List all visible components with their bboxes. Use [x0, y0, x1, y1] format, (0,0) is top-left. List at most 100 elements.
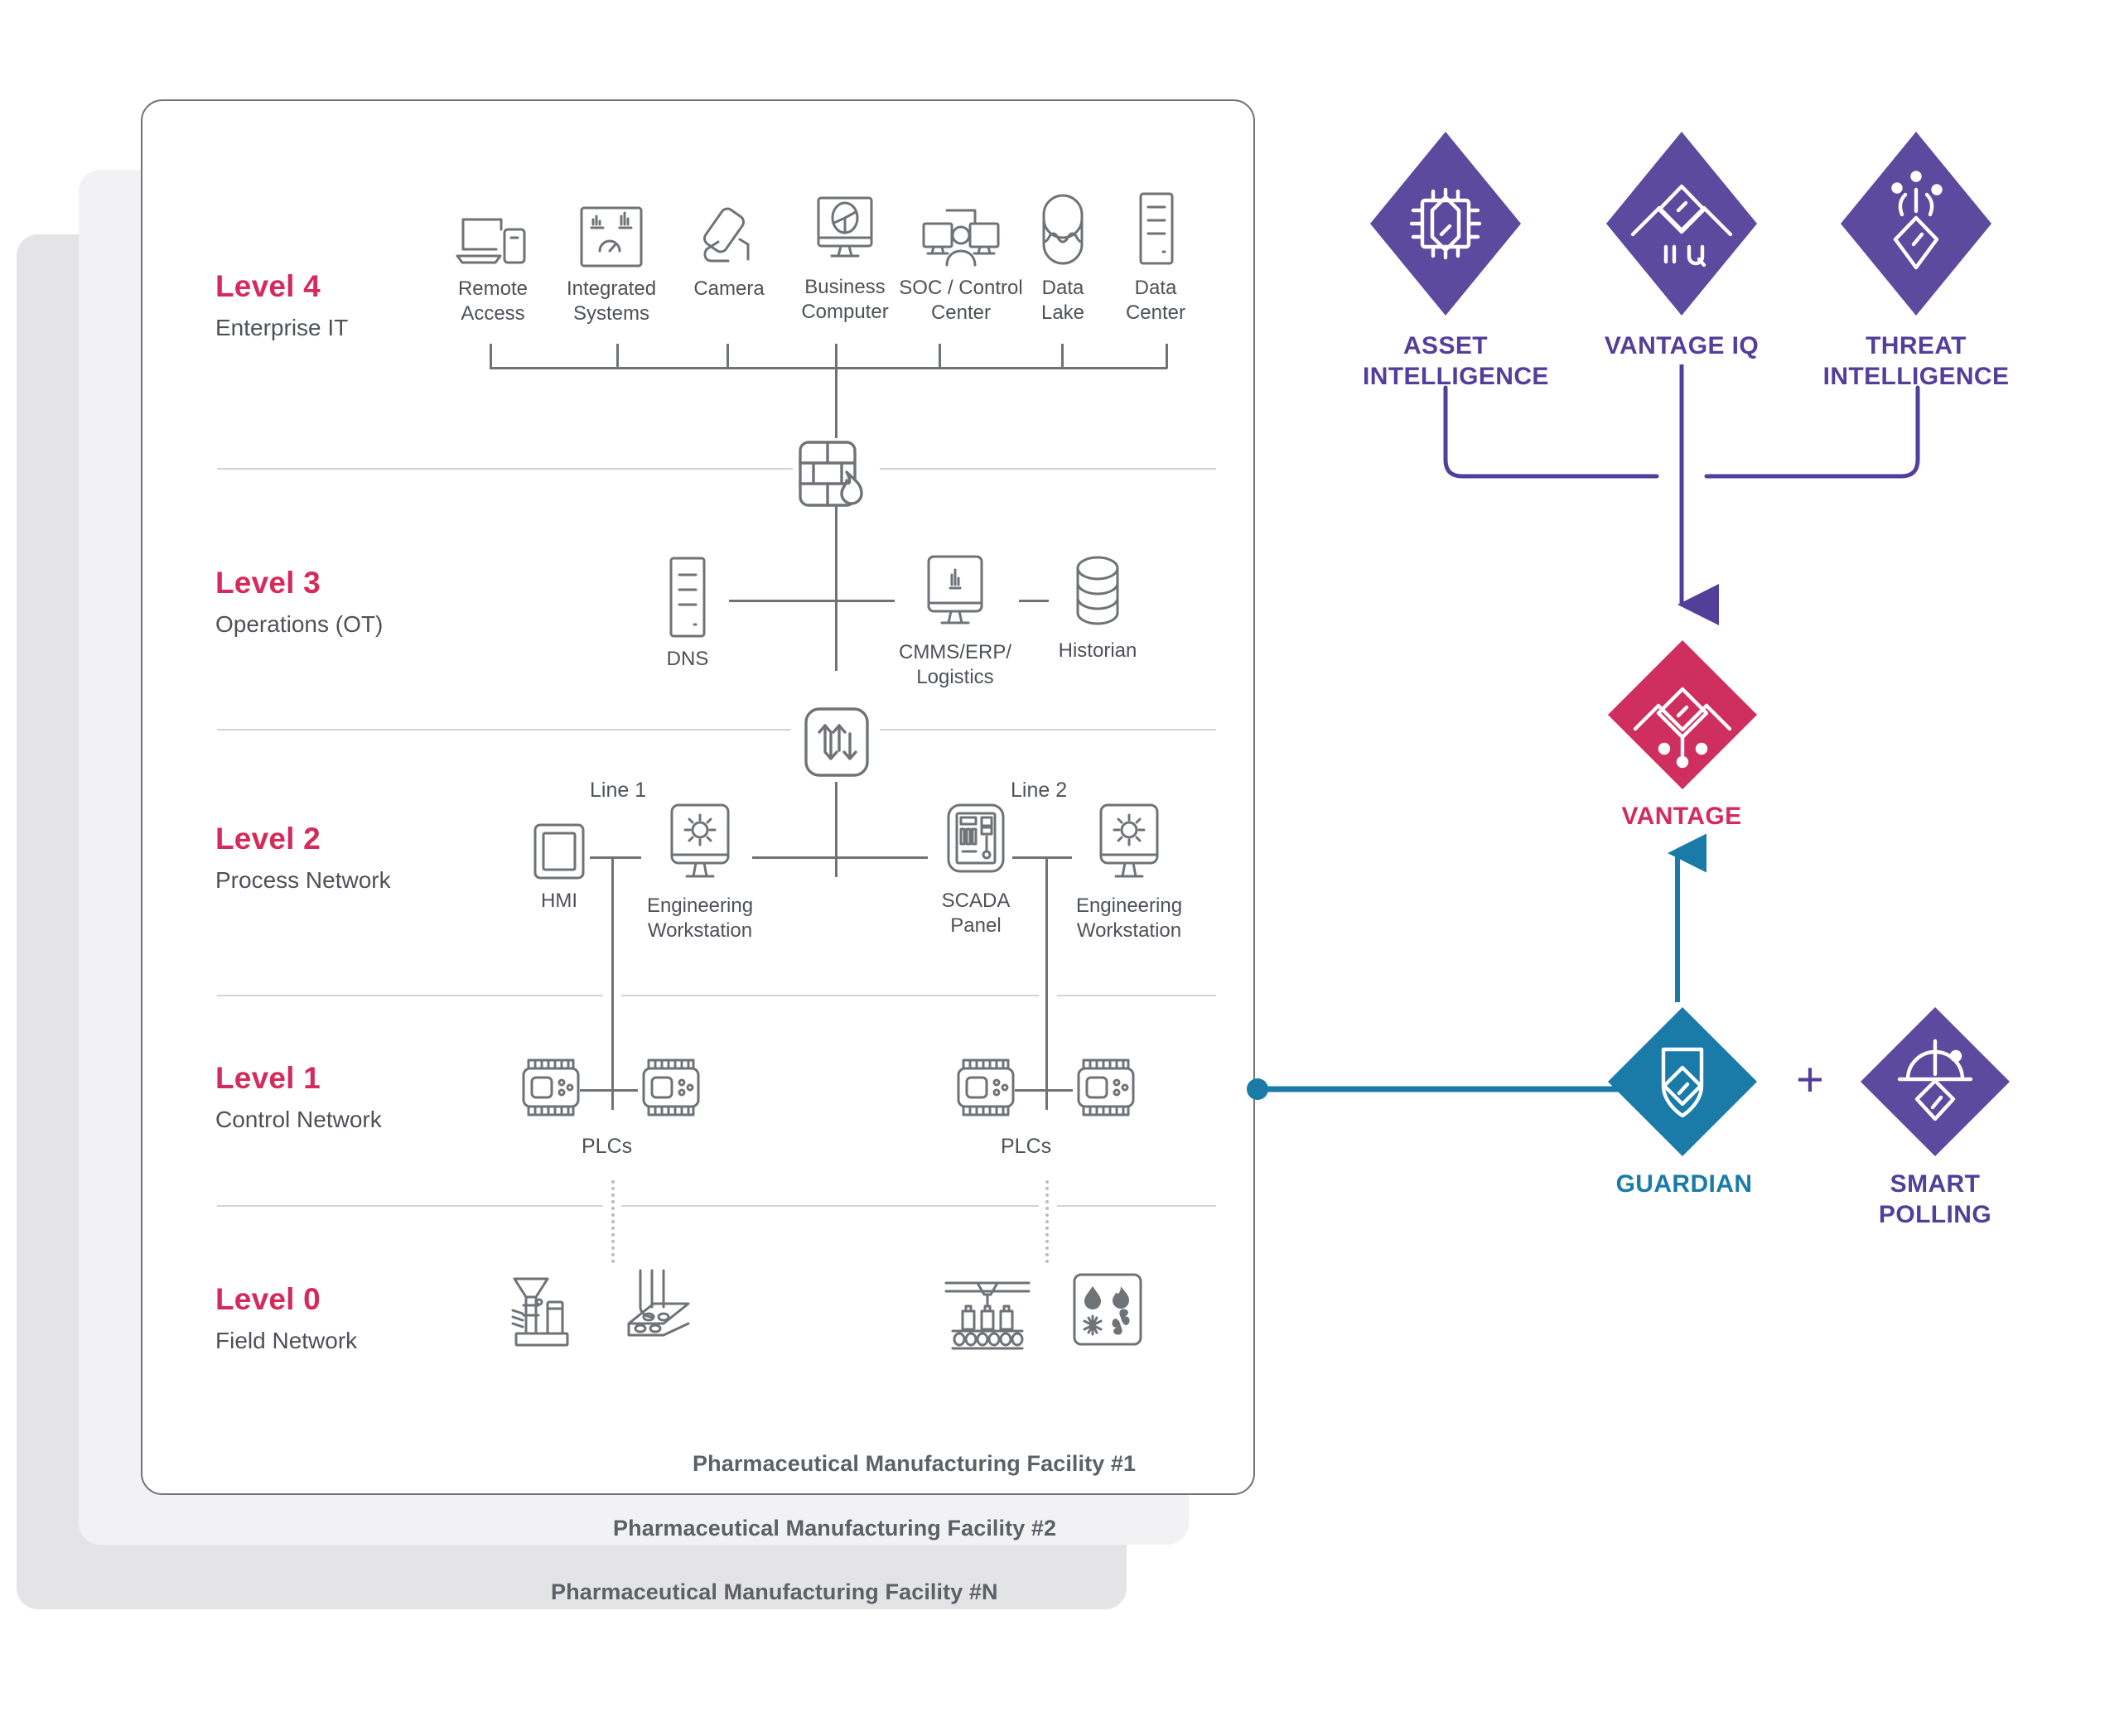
- node-historian[interactable]: Historian: [1044, 553, 1151, 663]
- node-integrated-systems[interactable]: Integrated Systems: [553, 203, 669, 326]
- remote-access-icon: [456, 218, 526, 264]
- dotted-line2-to-field: [1045, 1180, 1049, 1263]
- node-plc-3[interactable]: [944, 1052, 1027, 1123]
- level4-drop-7: [1166, 344, 1168, 369]
- line1-vertical-bus: [611, 856, 614, 1110]
- level3-bus-right: [1019, 600, 1049, 602]
- node-label: Data Center: [1125, 277, 1186, 324]
- hvac-utilities-icon: [1073, 1273, 1142, 1346]
- vantage-iq-diamond[interactable]: [1603, 128, 1760, 319]
- divider-level2-level1-c: [1057, 995, 1216, 996]
- node-label: Business Computer: [801, 276, 889, 323]
- router-switch-icon: [804, 707, 869, 777]
- node-router-switch[interactable]: [798, 704, 876, 782]
- node-hmi[interactable]: HMI: [514, 820, 605, 914]
- link-plc1-plc2: [580, 1089, 638, 1092]
- node-engineering-workstation-2[interactable]: Engineering Workstation: [1067, 802, 1191, 943]
- node-soc-control-center[interactable]: SOC / Control Center: [895, 207, 1027, 326]
- link-scada-to-ews2: [1012, 856, 1072, 859]
- tablet-tray-icon: [627, 1269, 690, 1337]
- divider-level2-level1-b: [621, 995, 1039, 996]
- vantage-label: VANTAGE: [1621, 803, 1742, 830]
- integrated-systems-icon: [580, 206, 643, 268]
- divider-level4-level3-right: [880, 468, 1216, 470]
- level-0-title: Level 0: [215, 1282, 321, 1316]
- link-ews1-to-scada: [752, 856, 928, 859]
- level-2-subtitle: Process Network: [215, 867, 391, 893]
- vantage-iq-label: VANTAGE IQ: [1604, 332, 1760, 359]
- divider-level3-level2-right: [880, 729, 1216, 731]
- level-4-title: Level 4: [215, 269, 321, 303]
- node-data-lake[interactable]: Data Lake: [1017, 190, 1108, 326]
- historian-icon: [1076, 556, 1119, 625]
- dns-server-icon: [669, 557, 706, 638]
- line-2-label: Line 2: [1011, 779, 1068, 802]
- divider-level1-level0-a: [217, 1205, 603, 1207]
- node-dns[interactable]: DNS: [642, 555, 733, 672]
- link-plc3-plc4: [1015, 1089, 1073, 1092]
- engineering-workstation-icon: [670, 803, 730, 878]
- node-remote-access[interactable]: Remote Access: [439, 211, 547, 326]
- level-1-subtitle: Control Network: [215, 1107, 382, 1132]
- node-business-computer[interactable]: Business Computer: [787, 195, 903, 325]
- facility-to-guardian-link: [1247, 1078, 1620, 1100]
- level4-drop-4: [835, 344, 838, 369]
- node-label: HMI: [541, 890, 577, 912]
- dotted-line1-to-field: [611, 1180, 615, 1263]
- guardian-diamond[interactable]: [1605, 1005, 1760, 1159]
- node-plc-4[interactable]: [1064, 1052, 1147, 1123]
- node-label: Engineering Workstation: [1075, 895, 1183, 942]
- line2-vertical-bus: [1045, 856, 1048, 1110]
- node-engineering-workstation-1[interactable]: Engineering Workstation: [638, 802, 762, 943]
- level-3-title: Level 3: [215, 566, 321, 600]
- node-label: Engineering Workstation: [646, 895, 754, 942]
- node-label: DNS: [666, 648, 709, 670]
- camera-icon: [703, 207, 750, 263]
- line-1-label: Line 1: [590, 779, 647, 802]
- plc-icon: [642, 1058, 700, 1116]
- smart-polling-diamond[interactable]: [1858, 1005, 2012, 1159]
- node-granulator[interactable]: [495, 1274, 587, 1353]
- asset-intelligence-label: ASSET INTELLIGENCE: [1363, 332, 1549, 390]
- node-firewall[interactable]: [794, 437, 880, 515]
- node-bottling-line[interactable]: [929, 1271, 1045, 1353]
- node-label: Camera: [693, 277, 765, 300]
- firewall-icon: [799, 441, 863, 507]
- plc-icon: [1077, 1058, 1135, 1116]
- level4-drop-5: [939, 344, 941, 369]
- trunk-firewall-to-router: [835, 505, 838, 671]
- plc-icon: [522, 1058, 580, 1116]
- facility-card-1: [141, 99, 1255, 1495]
- node-cmms-erp[interactable]: CMMS/ERP/ Logistics: [897, 553, 1013, 690]
- business-computer-icon: [817, 196, 873, 258]
- facility-label-n: Pharmaceutical Manufacturing Facility #N: [551, 1579, 998, 1604]
- node-label: SOC / Control Center: [899, 277, 1023, 324]
- divider-level1-level0-c: [1057, 1205, 1216, 1207]
- trunk-router-to-level2: [835, 782, 838, 877]
- node-data-center[interactable]: Data Center: [1110, 190, 1201, 326]
- data-center-icon: [1139, 192, 1174, 265]
- level-1-title: Level 1: [215, 1061, 321, 1095]
- vantage-diamond[interactable]: [1605, 638, 1760, 792]
- intelligence-merge-connector: [1443, 364, 1920, 625]
- node-camera[interactable]: Camera: [679, 203, 779, 301]
- scada-panel-icon: [947, 803, 1005, 873]
- node-plc-1[interactable]: [509, 1052, 592, 1123]
- node-tablet-tray[interactable]: [603, 1266, 711, 1352]
- node-label: CMMS/ERP/ Logistics: [898, 641, 1011, 688]
- asset-intelligence-diamond[interactable]: [1367, 128, 1524, 319]
- threat-intelligence-diamond[interactable]: [1837, 128, 1995, 319]
- level3-bus-left: [729, 600, 895, 602]
- node-plc-2[interactable]: [630, 1052, 712, 1123]
- level-0-subtitle: Field Network: [215, 1328, 358, 1353]
- node-scada-panel[interactable]: SCADA Panel: [926, 802, 1026, 938]
- smart-polling-label: SMART POLLING: [1878, 1170, 1992, 1228]
- plcs-label-line1: PLCs: [582, 1135, 633, 1158]
- divider-level2-level1-a: [217, 995, 603, 996]
- level4-drop-2: [616, 344, 619, 369]
- level4-drop-3: [727, 344, 729, 369]
- guardian-label: GUARDIAN: [1615, 1170, 1753, 1198]
- node-hvac-utilities[interactable]: [1062, 1271, 1153, 1348]
- node-label: Historian: [1058, 639, 1137, 662]
- trunk-level4-to-firewall: [835, 367, 838, 438]
